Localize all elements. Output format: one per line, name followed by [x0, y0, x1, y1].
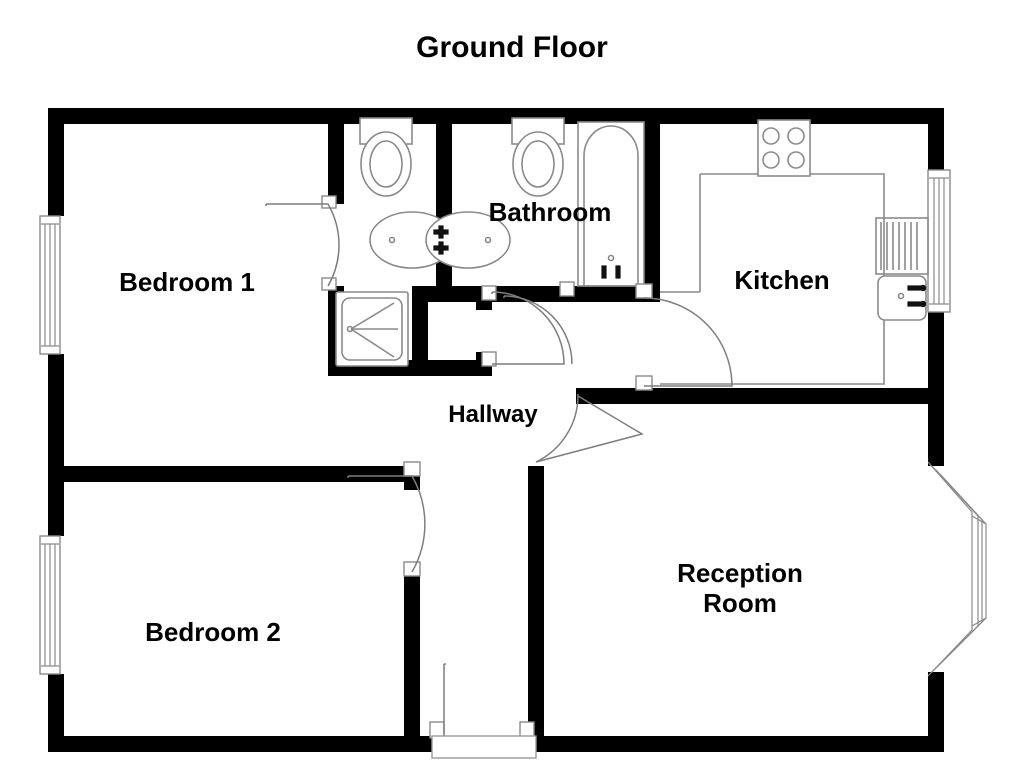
- door-bedroom-2: [347, 461, 426, 577]
- wall-cupboard-top: [412, 286, 492, 302]
- exterior-walls: [48, 108, 944, 752]
- room-label-kitchen: Kitchen: [734, 265, 829, 295]
- wall-left-c: [48, 674, 64, 752]
- door-leaf: [535, 395, 644, 463]
- hob-outline-icon: [757, 119, 811, 177]
- room-label-bedroom-2: Bedroom 2: [145, 617, 281, 647]
- wall-bed1-cloak-upper: [328, 108, 344, 204]
- window-kitchen: [927, 169, 951, 313]
- toilet-pan-icon: [360, 131, 412, 197]
- door-step: [431, 735, 537, 759]
- burner-icon: [762, 127, 780, 145]
- bath-outline-icon: [577, 121, 645, 287]
- bath-inner-icon: [583, 125, 639, 287]
- bath-tub: [577, 121, 645, 287]
- wall-bed2-hall-b: [404, 572, 420, 736]
- room-label-reception-room: Reception Room: [677, 558, 803, 618]
- door-swing-arc: [443, 664, 517, 747]
- wall-right-a: [928, 108, 944, 170]
- door-bathroom: [503, 281, 575, 365]
- shower-tray: [335, 291, 409, 367]
- front-door: [429, 663, 537, 759]
- wall-left-a: [48, 108, 64, 216]
- bay-window-reception: [927, 461, 987, 677]
- door-swing-arc: [643, 297, 733, 387]
- drainer-outline-icon: [875, 217, 929, 275]
- door-swing-arc: [503, 295, 573, 365]
- burner-icon: [787, 151, 805, 169]
- wall-bed1-bed2: [64, 466, 412, 482]
- wall-bath-kitchen: [644, 108, 660, 288]
- door-bedroom-1: [265, 195, 340, 291]
- window-bedroom-1: [39, 215, 61, 355]
- wall-cupboard-left: [412, 286, 428, 376]
- room-label-reception-line-2: Room: [703, 588, 777, 618]
- drainer: [875, 217, 929, 275]
- room-label-bathroom: Bathroom: [489, 197, 612, 227]
- wall-bottom-right: [528, 736, 944, 752]
- wc-bathroom: [511, 117, 565, 197]
- hob: [757, 119, 811, 177]
- wc-cloakroom: [359, 117, 413, 197]
- wall-top: [48, 108, 944, 124]
- room-label-hallway: Hallway: [448, 401, 538, 428]
- wall-left-b: [48, 354, 64, 536]
- door-swing-arc: [491, 291, 565, 365]
- door-shower-room: [481, 285, 565, 367]
- wall-right-c: [928, 672, 944, 752]
- door-swing-arc: [266, 203, 340, 287]
- door-kitchen: [635, 283, 733, 391]
- door-swing-arc: [348, 475, 426, 573]
- page-title: Ground Floor: [416, 31, 608, 64]
- wall-hall-reception: [528, 466, 544, 736]
- burner-icon: [787, 127, 805, 145]
- toilet-pan-icon: [512, 131, 564, 197]
- burner-icon: [762, 151, 780, 169]
- room-label-bedroom-1: Bedroom 1: [119, 267, 255, 297]
- window-bedroom-2: [39, 535, 61, 675]
- room-label-reception-line-1: Reception: [677, 558, 803, 588]
- wall-kitchen-bottom: [576, 388, 944, 404]
- door-reception-room: [535, 394, 644, 463]
- basin-bowl-icon: [425, 211, 511, 269]
- wall-bath-bottom-a: [492, 286, 576, 302]
- door-swing-arc: [535, 394, 579, 463]
- toilet-seat-icon: [521, 140, 555, 188]
- sink: [877, 275, 927, 321]
- toilet-seat-icon: [369, 140, 403, 188]
- basin-right: [425, 211, 511, 269]
- shower-inner-icon: [341, 297, 403, 361]
- wall-bottom-left: [48, 736, 436, 752]
